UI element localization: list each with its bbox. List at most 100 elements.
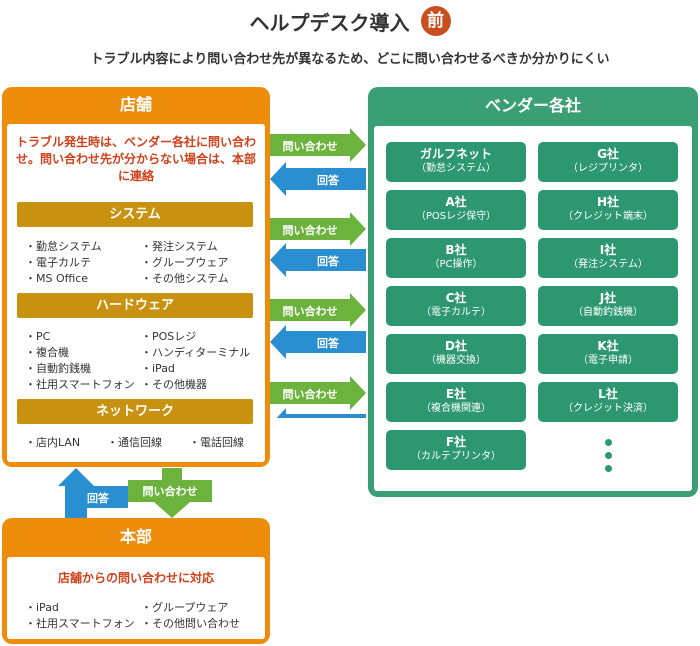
list-item: ・PC (25, 330, 51, 343)
vendor-desc: （PC操作） (429, 259, 483, 270)
list-item: ・通信回線 (107, 436, 162, 449)
vendor-name: ガルフネット (419, 147, 492, 161)
list-item: ・ハンディターミナル (141, 346, 251, 359)
ellipsis-dot-icon (605, 439, 612, 446)
list-item: ・グループウェア (141, 601, 229, 614)
vendor-desc: （自動釣銭機） (573, 307, 643, 318)
vendor-name: A社 (445, 195, 467, 209)
list-item: ・自動釣銭機 (25, 362, 91, 375)
vendor-card: H社 （クレジット端末） (538, 190, 678, 230)
vendor-desc: （複合機関連） (421, 403, 491, 414)
page-subtitle: トラブル内容により問い合わせ先が異なるため、どこに問い合わせるべきか分かりにくい (90, 52, 610, 67)
inquiry-label: 問い合わせ (282, 305, 338, 318)
inquiry-arrow-4 (270, 376, 366, 410)
vendor-card: F社 （カルテプリンタ） (386, 430, 526, 470)
list-item: ・その他システム (141, 272, 229, 285)
vendor-card: D社 （機器交換） (386, 334, 526, 374)
category-system: システム (17, 202, 253, 227)
vendor-name: B社 (445, 243, 467, 257)
vendor-desc: （機器交換） (426, 355, 486, 366)
list-item: ・社用スマートフォン (25, 617, 135, 630)
vendor-card: ガルフネット （勤怠システム） (386, 142, 526, 182)
list-item: ・電話回線 (189, 436, 244, 449)
page-title: ヘルプデスク導入 (249, 10, 410, 35)
vendor-name: D社 (445, 339, 467, 353)
header: ヘルプデスク導入 前 (0, 6, 700, 36)
vendor-card: B社 （PC操作） (386, 238, 526, 278)
hq-title: 本部 (119, 527, 152, 546)
list-item: ・グループウェア (141, 256, 229, 269)
answer-up-arrow-body (68, 486, 128, 508)
list-item: ・その他問い合わせ (141, 617, 240, 630)
list-item: ・勤怠システム (25, 240, 102, 253)
vendors-panel: ベンダー各社 ガルフネット （勤怠システム） G社 （レジプリンタ） A社 （P… (368, 87, 698, 497)
vendor-card: E社 （複合機関連） (386, 382, 526, 422)
list-item: ・発注システム (141, 240, 218, 253)
answer-arrow-3 (270, 325, 366, 359)
vendor-desc: （勤怠システム） (416, 163, 496, 174)
list-item: ・電子カルテ (25, 256, 91, 269)
inquiry-arrow-3 (270, 293, 366, 327)
list-item: ・その他機器 (141, 378, 207, 391)
vendor-name: E社 (445, 387, 467, 401)
list-item: ・複合機 (25, 346, 69, 359)
vendor-card: K社 （電子申請） (538, 334, 678, 374)
vendor-desc: （電子カルテ） (421, 307, 491, 318)
list-item: ・iPad (141, 362, 175, 375)
status-badge: 前 (420, 6, 451, 36)
hq-note: 店舗からの問い合わせに対応 (57, 571, 214, 585)
hq-content: 店舗からの問い合わせに対応 ・iPad ・社用スマートフォン ・グループウェア … (7, 557, 265, 639)
inquiry-label: 問い合わせ (142, 485, 198, 498)
vendor-name: F社 (445, 435, 467, 449)
vendor-name: C社 (445, 291, 467, 305)
list-item: ・店内LAN (25, 436, 81, 449)
inquiry-label: 問い合わせ (282, 140, 338, 153)
ellipsis-dot-icon (605, 452, 612, 459)
vendor-card: C社 （電子カルテ） (386, 286, 526, 326)
vendor-name: G社 (597, 147, 619, 161)
store-panel: 店舗 トラブル発生時は、ベンダー各社に問い合わせ。問い合わせ先が分からない場合は… (2, 87, 270, 467)
list-item: ・MS Office (25, 272, 89, 285)
hq-panel: 本部 店舗からの問い合わせに対応 ・iPad ・社用スマートフォン ・グループウ… (2, 518, 270, 644)
store-title: 店舗 (119, 95, 152, 114)
inquiry-arrow-2 (270, 212, 366, 246)
vendor-name: K社 (597, 339, 619, 353)
vendors-content: ガルフネット （勤怠システム） G社 （レジプリンタ） A社 （POSレジ保守）… (374, 126, 692, 491)
vendor-name: J社 (599, 291, 617, 305)
vendor-name: L社 (598, 387, 618, 401)
arrow-group (270, 128, 366, 418)
answer-label: 回答 (317, 420, 339, 433)
list-item: ・iPad (25, 601, 59, 614)
vertical-arrow-group (58, 468, 212, 518)
vendor-desc: （カルテプリンタ） (411, 451, 501, 462)
list-item: ・社用スマートフォン (25, 378, 135, 391)
answer-label: 回答 (317, 174, 339, 187)
category-network: ネットワーク (17, 399, 253, 424)
vendor-desc: （クレジット決済） (563, 403, 653, 414)
vendor-desc: （POSレジ保守） (415, 211, 497, 222)
vendor-desc: （レジプリンタ） (568, 163, 648, 174)
answer-arrow-1 (270, 162, 366, 196)
inquiry-label: 問い合わせ (282, 388, 338, 401)
vendors-title: ベンダー各社 (484, 96, 581, 115)
answer-label: 回答 (87, 492, 109, 505)
vendor-card: G社 （レジプリンタ） (538, 142, 678, 182)
store-content: トラブル発生時は、ベンダー各社に問い合わせ。問い合わせ先が分からない場合は、本部… (7, 124, 265, 462)
answer-label: 回答 (317, 255, 339, 268)
vendor-desc: （発注システム） (568, 259, 648, 270)
inquiry-arrow-1 (270, 128, 366, 162)
inquiry-label: 問い合わせ (282, 224, 338, 237)
answer-arrow-4 (276, 408, 366, 418)
vendor-name: I社 (599, 243, 617, 257)
vendor-name: H社 (596, 195, 620, 209)
vendor-card: L社 （クレジット決済） (538, 382, 678, 422)
ellipsis-dot-icon (605, 465, 612, 472)
vendor-desc: （クレジット端末） (563, 211, 653, 222)
vendor-card: I社 （発注システム） (538, 238, 678, 278)
vendor-desc: （電子申請） (578, 355, 638, 366)
vendor-card: A社 （POSレジ保守） (386, 190, 526, 230)
list-item: ・POSレジ (141, 330, 197, 343)
answer-arrow-2 (270, 243, 366, 277)
vendor-card: J社 （自動釣銭機） (538, 286, 678, 326)
inquiry-down-arrow (154, 468, 190, 518)
